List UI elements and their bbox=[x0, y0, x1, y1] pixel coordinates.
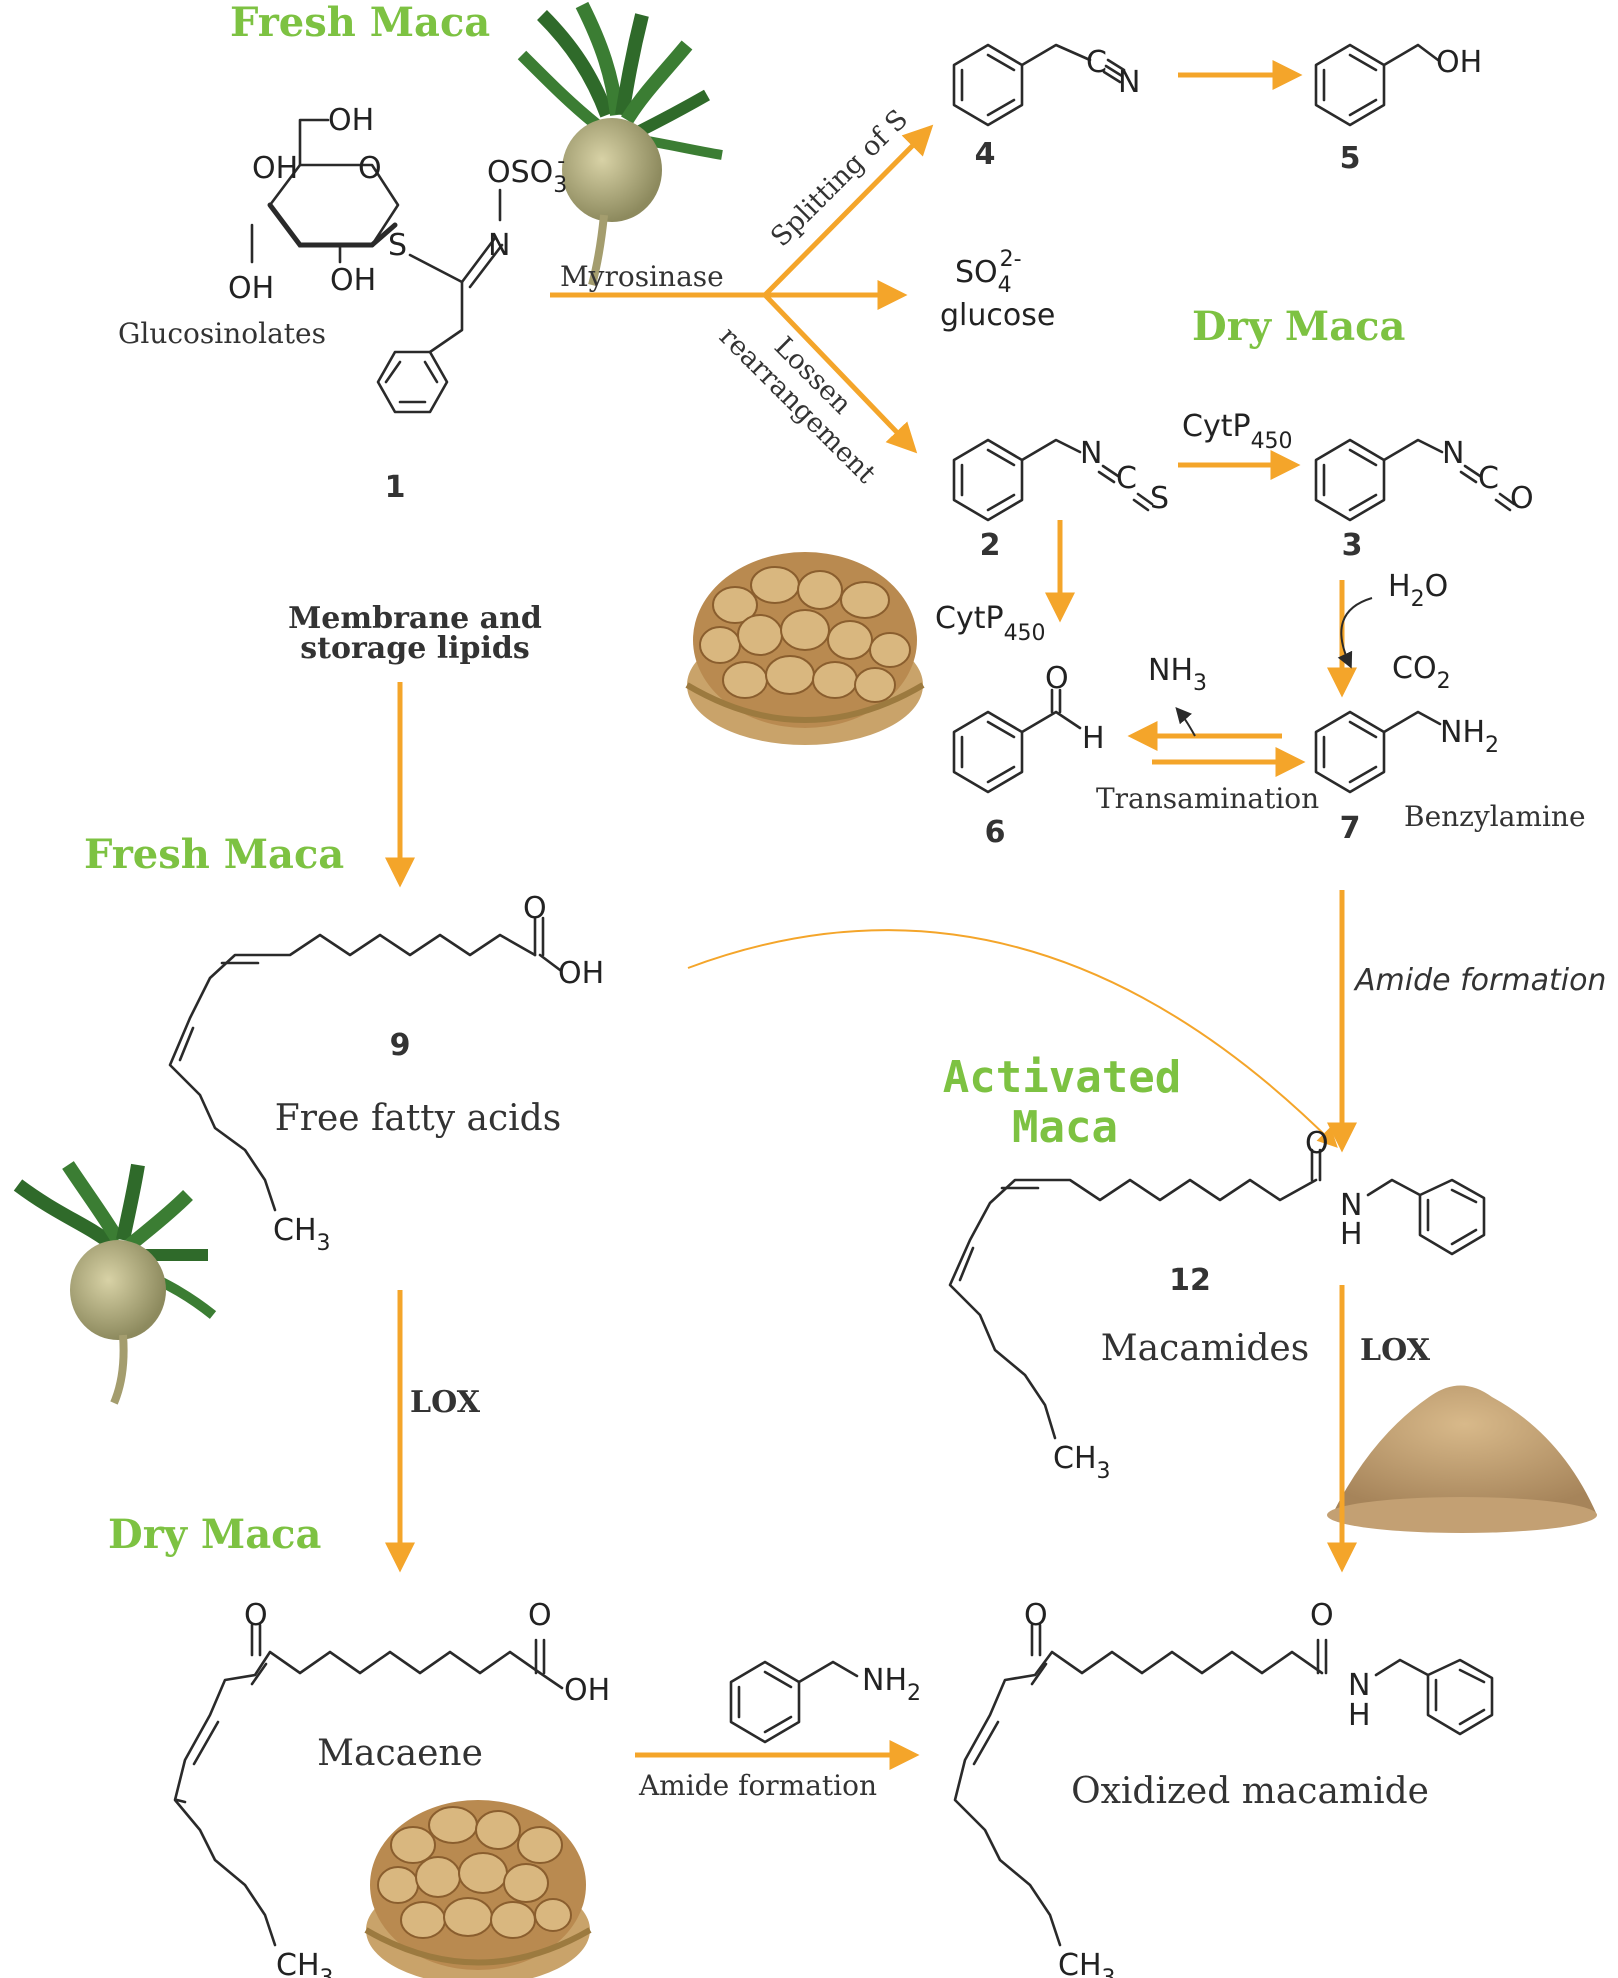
atom-h2o: H2O bbox=[1388, 569, 1448, 612]
compound-oxidized-macamide: O O N H CH3 bbox=[953, 1598, 1494, 1978]
atom-so4: SO42- bbox=[955, 247, 1022, 298]
label-amide-formation-italic: Amide formation bbox=[1353, 963, 1606, 998]
label-benzylamine: Benzylamine bbox=[1404, 800, 1586, 833]
label-cytp-b: CytP450 bbox=[935, 601, 1046, 646]
atom-nh2-7: NH2 bbox=[1440, 715, 1499, 758]
maca-root-photo-left bbox=[13, 1161, 217, 1405]
atom-o-macaene-ketone: O bbox=[244, 1598, 268, 1633]
curved-arrow-h2o-co2 bbox=[1337, 597, 1373, 669]
atom-o-oxi-ketone: O bbox=[1024, 1598, 1048, 1633]
dried-maca-basket-photo-mid bbox=[685, 552, 925, 745]
atom-oh-c3: OH bbox=[228, 271, 274, 306]
compound-5-benzyl-alcohol: OH bbox=[1314, 43, 1482, 127]
atom-oh-c2: OH bbox=[330, 263, 376, 298]
atom-n-oxi: N bbox=[1348, 1668, 1370, 1703]
maca-root-photo-top bbox=[517, 1, 723, 287]
atom-o-12: O bbox=[1305, 1126, 1329, 1161]
heading-dry-maca-bottom: Dry Maca bbox=[108, 1511, 321, 1558]
compound-number-9: 9 bbox=[390, 1028, 411, 1063]
compound-number-7: 7 bbox=[1340, 811, 1361, 846]
atom-o-9: O bbox=[523, 891, 547, 926]
label-glucosinolates: Glucosinolates bbox=[118, 317, 326, 350]
heading-fresh-maca-mid: Fresh Maca bbox=[84, 831, 344, 878]
label-myrosinase: Myrosinase bbox=[560, 260, 724, 293]
compound-number-3: 3 bbox=[1342, 528, 1363, 563]
atom-c-nitrile: C bbox=[1086, 45, 1107, 80]
atom-oh-9: OH bbox=[558, 956, 604, 991]
label-membrane-lipids-1: Membrane and bbox=[288, 601, 542, 636]
compound-6-benzaldehyde: O H bbox=[952, 661, 1105, 794]
atom-o-3: O bbox=[1510, 481, 1534, 516]
atom-n-12: N bbox=[1340, 1188, 1362, 1223]
atom-o-macaene-acid: O bbox=[528, 1598, 552, 1633]
label-macamides: Macamides bbox=[1101, 1328, 1309, 1369]
label-oxidized-macamide: Oxidized macamide bbox=[1071, 1771, 1429, 1812]
atom-nh2-reagent: NH2 bbox=[862, 1663, 921, 1706]
atom-n-oxime: N bbox=[488, 228, 510, 263]
heading-dry-maca-top: Dry Maca bbox=[1192, 303, 1405, 350]
label-membrane-lipids-2: storage lipids bbox=[300, 631, 530, 666]
atom-oh-ch2oh: OH bbox=[328, 103, 374, 138]
label-macaene: Macaene bbox=[317, 1733, 483, 1774]
compound-number-6: 6 bbox=[985, 815, 1006, 850]
atom-nh3: NH3 bbox=[1148, 653, 1207, 696]
compound-number-12: 12 bbox=[1169, 1263, 1211, 1298]
atom-ch3-9: CH3 bbox=[273, 1213, 331, 1256]
heading-fresh-maca-top: Fresh Maca bbox=[230, 0, 490, 46]
label-cytp-a: CytP450 bbox=[1182, 409, 1293, 454]
atom-oh-c4: OH bbox=[252, 151, 298, 186]
atom-o-6: O bbox=[1045, 661, 1069, 696]
arrow-to-4 bbox=[763, 124, 934, 297]
atom-co2: CO2 bbox=[1392, 651, 1451, 694]
label-transamination: Transamination bbox=[1096, 782, 1319, 815]
label-free-fatty-acids: Free fatty acids bbox=[275, 1098, 561, 1139]
atom-oso3: OSO3- bbox=[487, 149, 567, 198]
atom-oh-5: OH bbox=[1436, 45, 1482, 80]
arrow-to-2 bbox=[763, 293, 918, 454]
compound-9-fatty-acid: O OH CH3 bbox=[168, 891, 604, 1256]
compound-3-benzyl-isocyanate: N C O bbox=[1314, 436, 1534, 522]
compound-1-glucosinolate: OH O OH OH OH S N OSO3- bbox=[228, 103, 567, 414]
compound-macaene: O O OH CH3 bbox=[173, 1598, 610, 1978]
label-lox-right: LOX bbox=[1360, 1333, 1431, 1368]
atom-h-12: H bbox=[1340, 1217, 1363, 1252]
atom-c-2: C bbox=[1116, 461, 1137, 496]
label-splitting-of-s: Splitting of S bbox=[765, 104, 914, 253]
compound-number-1: 1 bbox=[385, 470, 406, 505]
curved-arrow-9-to-12 bbox=[687, 929, 1338, 1148]
compound-7-benzylamine: NH2 bbox=[1314, 710, 1499, 794]
atom-n-3: N bbox=[1442, 436, 1464, 471]
compound-number-5: 5 bbox=[1340, 141, 1361, 176]
atom-n-nitrile: N bbox=[1118, 65, 1140, 100]
atom-s-2: S bbox=[1150, 481, 1169, 516]
maca-powder-photo bbox=[1327, 1385, 1597, 1533]
atom-ring-o: O bbox=[358, 151, 382, 186]
compound-12-macamide: O N H CH3 bbox=[948, 1126, 1486, 1484]
heading-activated-maca-2: Maca bbox=[1012, 1102, 1118, 1153]
heading-activated-maca-1: Activated bbox=[943, 1052, 1181, 1103]
atom-ch3-macaene: CH3 bbox=[276, 1948, 334, 1978]
atom-c-3: C bbox=[1478, 461, 1499, 496]
curved-arrow-nh3 bbox=[1175, 706, 1196, 737]
atom-oh-macaene: OH bbox=[564, 1673, 610, 1708]
atom-h-oxi: H bbox=[1348, 1698, 1371, 1733]
label-glucose: glucose bbox=[940, 298, 1055, 333]
atom-n-2: N bbox=[1080, 436, 1102, 471]
compound-number-2: 2 bbox=[980, 528, 1001, 563]
dried-maca-basket-photo-bottom bbox=[364, 1800, 592, 1978]
compound-4-benzyl-cyanide: C N bbox=[952, 43, 1140, 127]
atom-o-oxi-amide: O bbox=[1310, 1598, 1334, 1633]
reagent-benzylamine: NH2 bbox=[729, 1660, 921, 1744]
atom-ch3-oxi: CH3 bbox=[1058, 1948, 1116, 1978]
compound-2-benzyl-isothiocyanate: N C S bbox=[952, 436, 1169, 522]
label-amide-formation-bottom: Amide formation bbox=[638, 1769, 877, 1802]
label-lox-left: LOX bbox=[410, 1385, 481, 1420]
compound-number-4: 4 bbox=[975, 137, 996, 172]
atom-s: S bbox=[388, 228, 407, 263]
atom-ch3-12: CH3 bbox=[1053, 1441, 1111, 1484]
atom-h-6: H bbox=[1082, 721, 1105, 756]
